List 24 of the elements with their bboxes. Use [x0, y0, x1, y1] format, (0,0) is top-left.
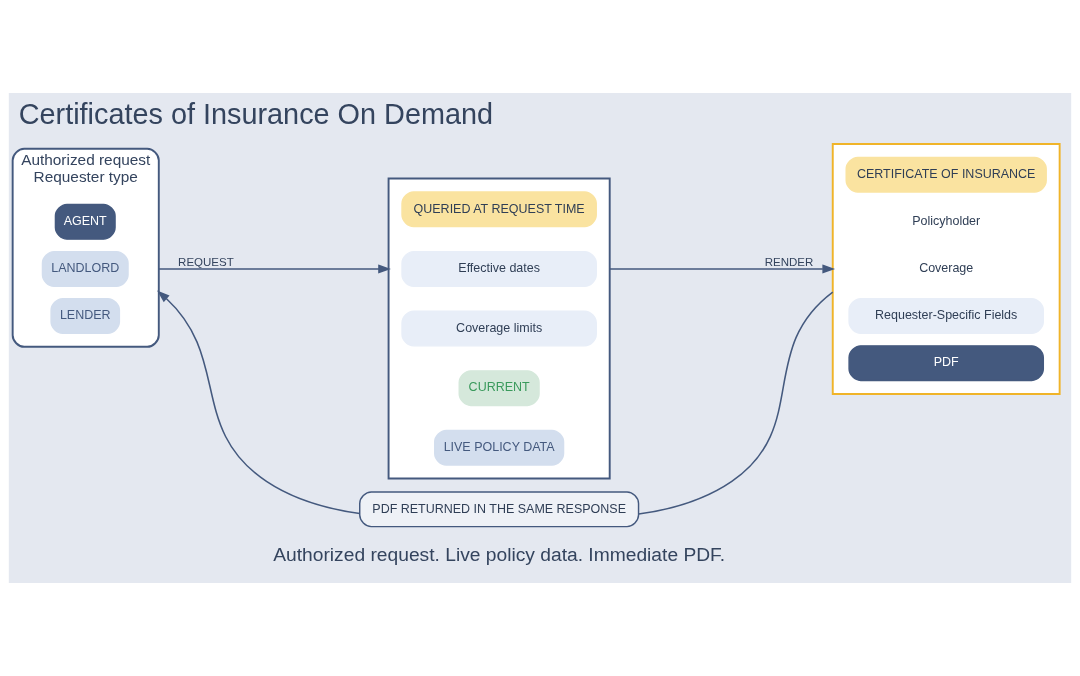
- edge-label: RENDER: [764, 255, 814, 268]
- cluster: [387, 177, 611, 480]
- node-box: Requester-Specific Fields: [848, 298, 1045, 335]
- node-box: Coverage limits: [401, 310, 597, 347]
- label: Authorized request. Live policy data. Immediate PDF.: [273, 544, 726, 566]
- edge-label: REQUEST: [178, 255, 234, 268]
- node-box: PDF: [848, 345, 1045, 382]
- diagram-title: Certificates of Insurance On Demand: [18, 97, 494, 130]
- node-text: Coverage: [919, 261, 974, 276]
- node-box: CURRENT: [458, 370, 540, 407]
- arrow: [608, 264, 836, 274]
- cluster: [831, 143, 1061, 395]
- node-box: LIVE POLICY DATA: [434, 429, 565, 466]
- node-box: CERTIFICATE OF INSURANCE: [845, 156, 1047, 193]
- arrow: [157, 290, 361, 515]
- node-box: AGENT: [54, 203, 116, 240]
- node-box: QUERIED AT REQUEST TIME: [401, 191, 597, 228]
- node-box: LENDER: [50, 298, 121, 335]
- arrow: [158, 264, 391, 274]
- node-text: Policyholder: [912, 214, 981, 229]
- node-box: Effective dates: [401, 250, 597, 287]
- connector: [637, 291, 834, 515]
- node-box: PDF RETURNED IN THE SAME RESPONSE: [359, 491, 640, 528]
- node-box: LANDLORD: [41, 250, 129, 287]
